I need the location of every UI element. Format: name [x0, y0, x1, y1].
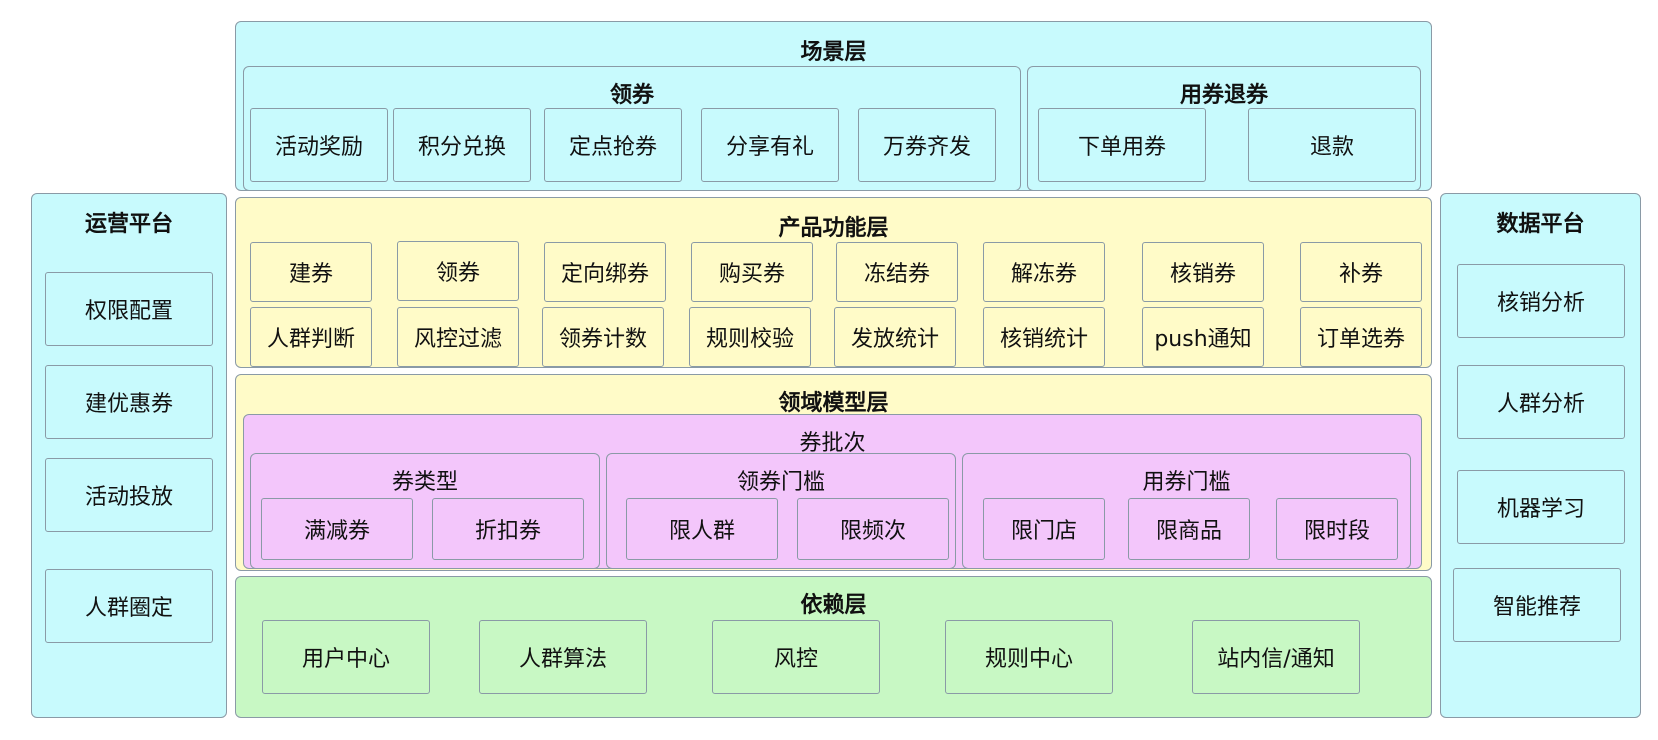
domain-item-full-reduction[interactable]: 满减券 — [261, 498, 413, 560]
ops-platform-title: 运营平台 — [84, 212, 173, 237]
get-coupon-title: 领券 — [609, 83, 654, 108]
product-item-rule-check[interactable]: 规则校验 — [689, 307, 811, 367]
coupon-type-title: 券类型 — [391, 470, 458, 495]
dependency-layer-title: 依赖层 — [800, 593, 867, 618]
coupon-batch-title: 券批次 — [799, 431, 866, 456]
domain-item-limit-store[interactable]: 限门店 — [983, 498, 1105, 560]
ops-item-crowd-select[interactable]: 人群圈定 — [45, 569, 213, 643]
data-platform-title: 数据平台 — [1496, 212, 1585, 237]
product-item-push-notify[interactable]: push通知 — [1142, 307, 1264, 367]
dep-item-rule-center[interactable]: 规则中心 — [945, 620, 1113, 694]
domain-item-limit-frequency[interactable]: 限频次 — [797, 498, 949, 560]
use-threshold-title: 用券门槛 — [1142, 470, 1231, 495]
data-item-redeem-analysis[interactable]: 核销分析 — [1457, 264, 1625, 338]
data-item-machine-learning[interactable]: 机器学习 — [1457, 470, 1625, 544]
product-item-buy[interactable]: 购买券 — [691, 242, 813, 302]
product-item-redeem[interactable]: 核销券 — [1142, 242, 1264, 302]
domain-item-limit-product[interactable]: 限商品 — [1128, 498, 1250, 560]
scene-item-timed-grab[interactable]: 定点抢券 — [544, 108, 682, 182]
product-item-risk-filter[interactable]: 风控过滤 — [397, 307, 519, 367]
ops-item-permission-config[interactable]: 权限配置 — [45, 272, 213, 346]
get-threshold-title: 领券门槛 — [736, 470, 825, 495]
dep-item-inbox-notify[interactable]: 站内信/通知 — [1192, 620, 1360, 694]
product-item-unfreeze[interactable]: 解冻券 — [983, 242, 1105, 302]
scene-item-points-exchange[interactable]: 积分兑换 — [393, 108, 531, 182]
data-item-crowd-analysis[interactable]: 人群分析 — [1457, 365, 1625, 439]
product-item-reissue[interactable]: 补券 — [1300, 242, 1422, 302]
data-item-smart-recommend[interactable]: 智能推荐 — [1453, 568, 1621, 642]
product-layer-title: 产品功能层 — [778, 216, 889, 241]
domain-item-limit-crowd[interactable]: 限人群 — [626, 498, 778, 560]
use-refund-title: 用券退券 — [1179, 83, 1268, 108]
ops-item-create-coupon[interactable]: 建优惠券 — [45, 365, 213, 439]
scene-item-order-use[interactable]: 下单用券 — [1038, 108, 1206, 182]
scene-layer-title: 场景层 — [800, 40, 867, 65]
product-item-targeted-bind[interactable]: 定向绑券 — [544, 242, 666, 302]
scene-item-share-gift[interactable]: 分享有礼 — [701, 108, 839, 182]
product-item-crowd-judge[interactable]: 人群判断 — [250, 307, 372, 367]
ops-item-activity-launch[interactable]: 活动投放 — [45, 458, 213, 532]
dep-item-crowd-algorithm[interactable]: 人群算法 — [479, 620, 647, 694]
domain-item-limit-time[interactable]: 限时段 — [1276, 498, 1398, 560]
product-item-get-count[interactable]: 领券计数 — [542, 307, 664, 367]
product-item-create[interactable]: 建券 — [250, 242, 372, 302]
scene-item-refund[interactable]: 退款 — [1248, 108, 1416, 182]
product-item-redeem-stats[interactable]: 核销统计 — [983, 307, 1105, 367]
product-item-get[interactable]: 领券 — [397, 241, 519, 301]
scene-item-mass-issue[interactable]: 万券齐发 — [858, 108, 996, 182]
dep-item-risk-control[interactable]: 风控 — [712, 620, 880, 694]
domain-layer-title: 领域模型层 — [778, 391, 889, 416]
product-item-freeze[interactable]: 冻结券 — [836, 242, 958, 302]
dep-item-user-center[interactable]: 用户中心 — [262, 620, 430, 694]
product-item-issue-stats[interactable]: 发放统计 — [834, 307, 956, 367]
domain-item-discount[interactable]: 折扣券 — [432, 498, 584, 560]
product-item-order-select[interactable]: 订单选券 — [1300, 307, 1422, 367]
scene-item-activity-reward[interactable]: 活动奖励 — [250, 108, 388, 182]
